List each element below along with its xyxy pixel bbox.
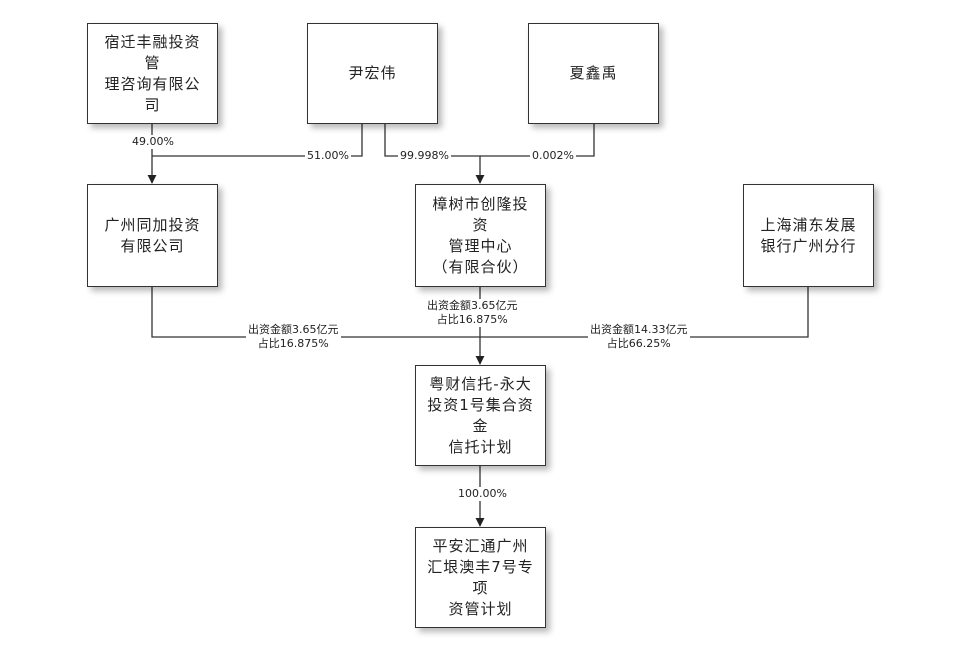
label-zhangshu-amount: 出资金额3.65亿元	[427, 299, 518, 312]
label-zhangshu-contribution: 出资金额3.65亿元 占比16.875%	[425, 299, 520, 327]
label-yin-zhangshu-pct: 99.998%	[398, 149, 451, 163]
edge-xia-zhangshu	[480, 124, 595, 157]
node-guangzhou-tongjia: 广州同加投资 有限公司	[87, 184, 218, 287]
node-spdb-guangzhou: 上海浦东发展 银行广州分行	[743, 184, 874, 287]
node-xia-xinyu: 夏鑫禹	[528, 23, 659, 124]
node-yin-hongwei: 尹宏伟	[307, 23, 438, 124]
label-zhangshu-share: 占比16.875%	[436, 313, 508, 326]
edge-yin-tongjia	[152, 124, 363, 157]
label-yin-tongjia-pct: 51.00%	[305, 149, 351, 163]
label-xia-zhangshu-pct: 0.002%	[530, 149, 576, 163]
label-spdb-contribution: 出资金额14.33亿元 占比66.25%	[588, 323, 690, 351]
edge-tongjia-trust	[151, 287, 480, 338]
label-trust-pingan-pct: 100.00%	[456, 487, 509, 501]
label-tongjia-amount: 出资金额3.65亿元	[248, 323, 339, 336]
label-tongjia-share: 占比16.875%	[257, 337, 329, 350]
node-yuecai-trust: 粤财信托-永大 投资1号集合资金 信托计划	[415, 365, 546, 466]
node-pingan-huitong: 平安汇通广州 汇垠澳丰7号专项 资管计划	[415, 527, 546, 628]
label-spdb-amount: 出资金额14.33亿元	[590, 323, 688, 336]
node-suqian-fengrong: 宿迁丰融投资管 理咨询有限公司	[87, 23, 218, 124]
node-zhangshu-chuanglong: 樟树市创隆投资 管理中心 （有限合伙）	[415, 184, 546, 287]
label-tongjia-contribution: 出资金额3.65亿元 占比16.875%	[246, 323, 341, 351]
label-suqian-pct: 49.00%	[130, 135, 176, 149]
label-spdb-share: 占比66.25%	[606, 337, 671, 350]
